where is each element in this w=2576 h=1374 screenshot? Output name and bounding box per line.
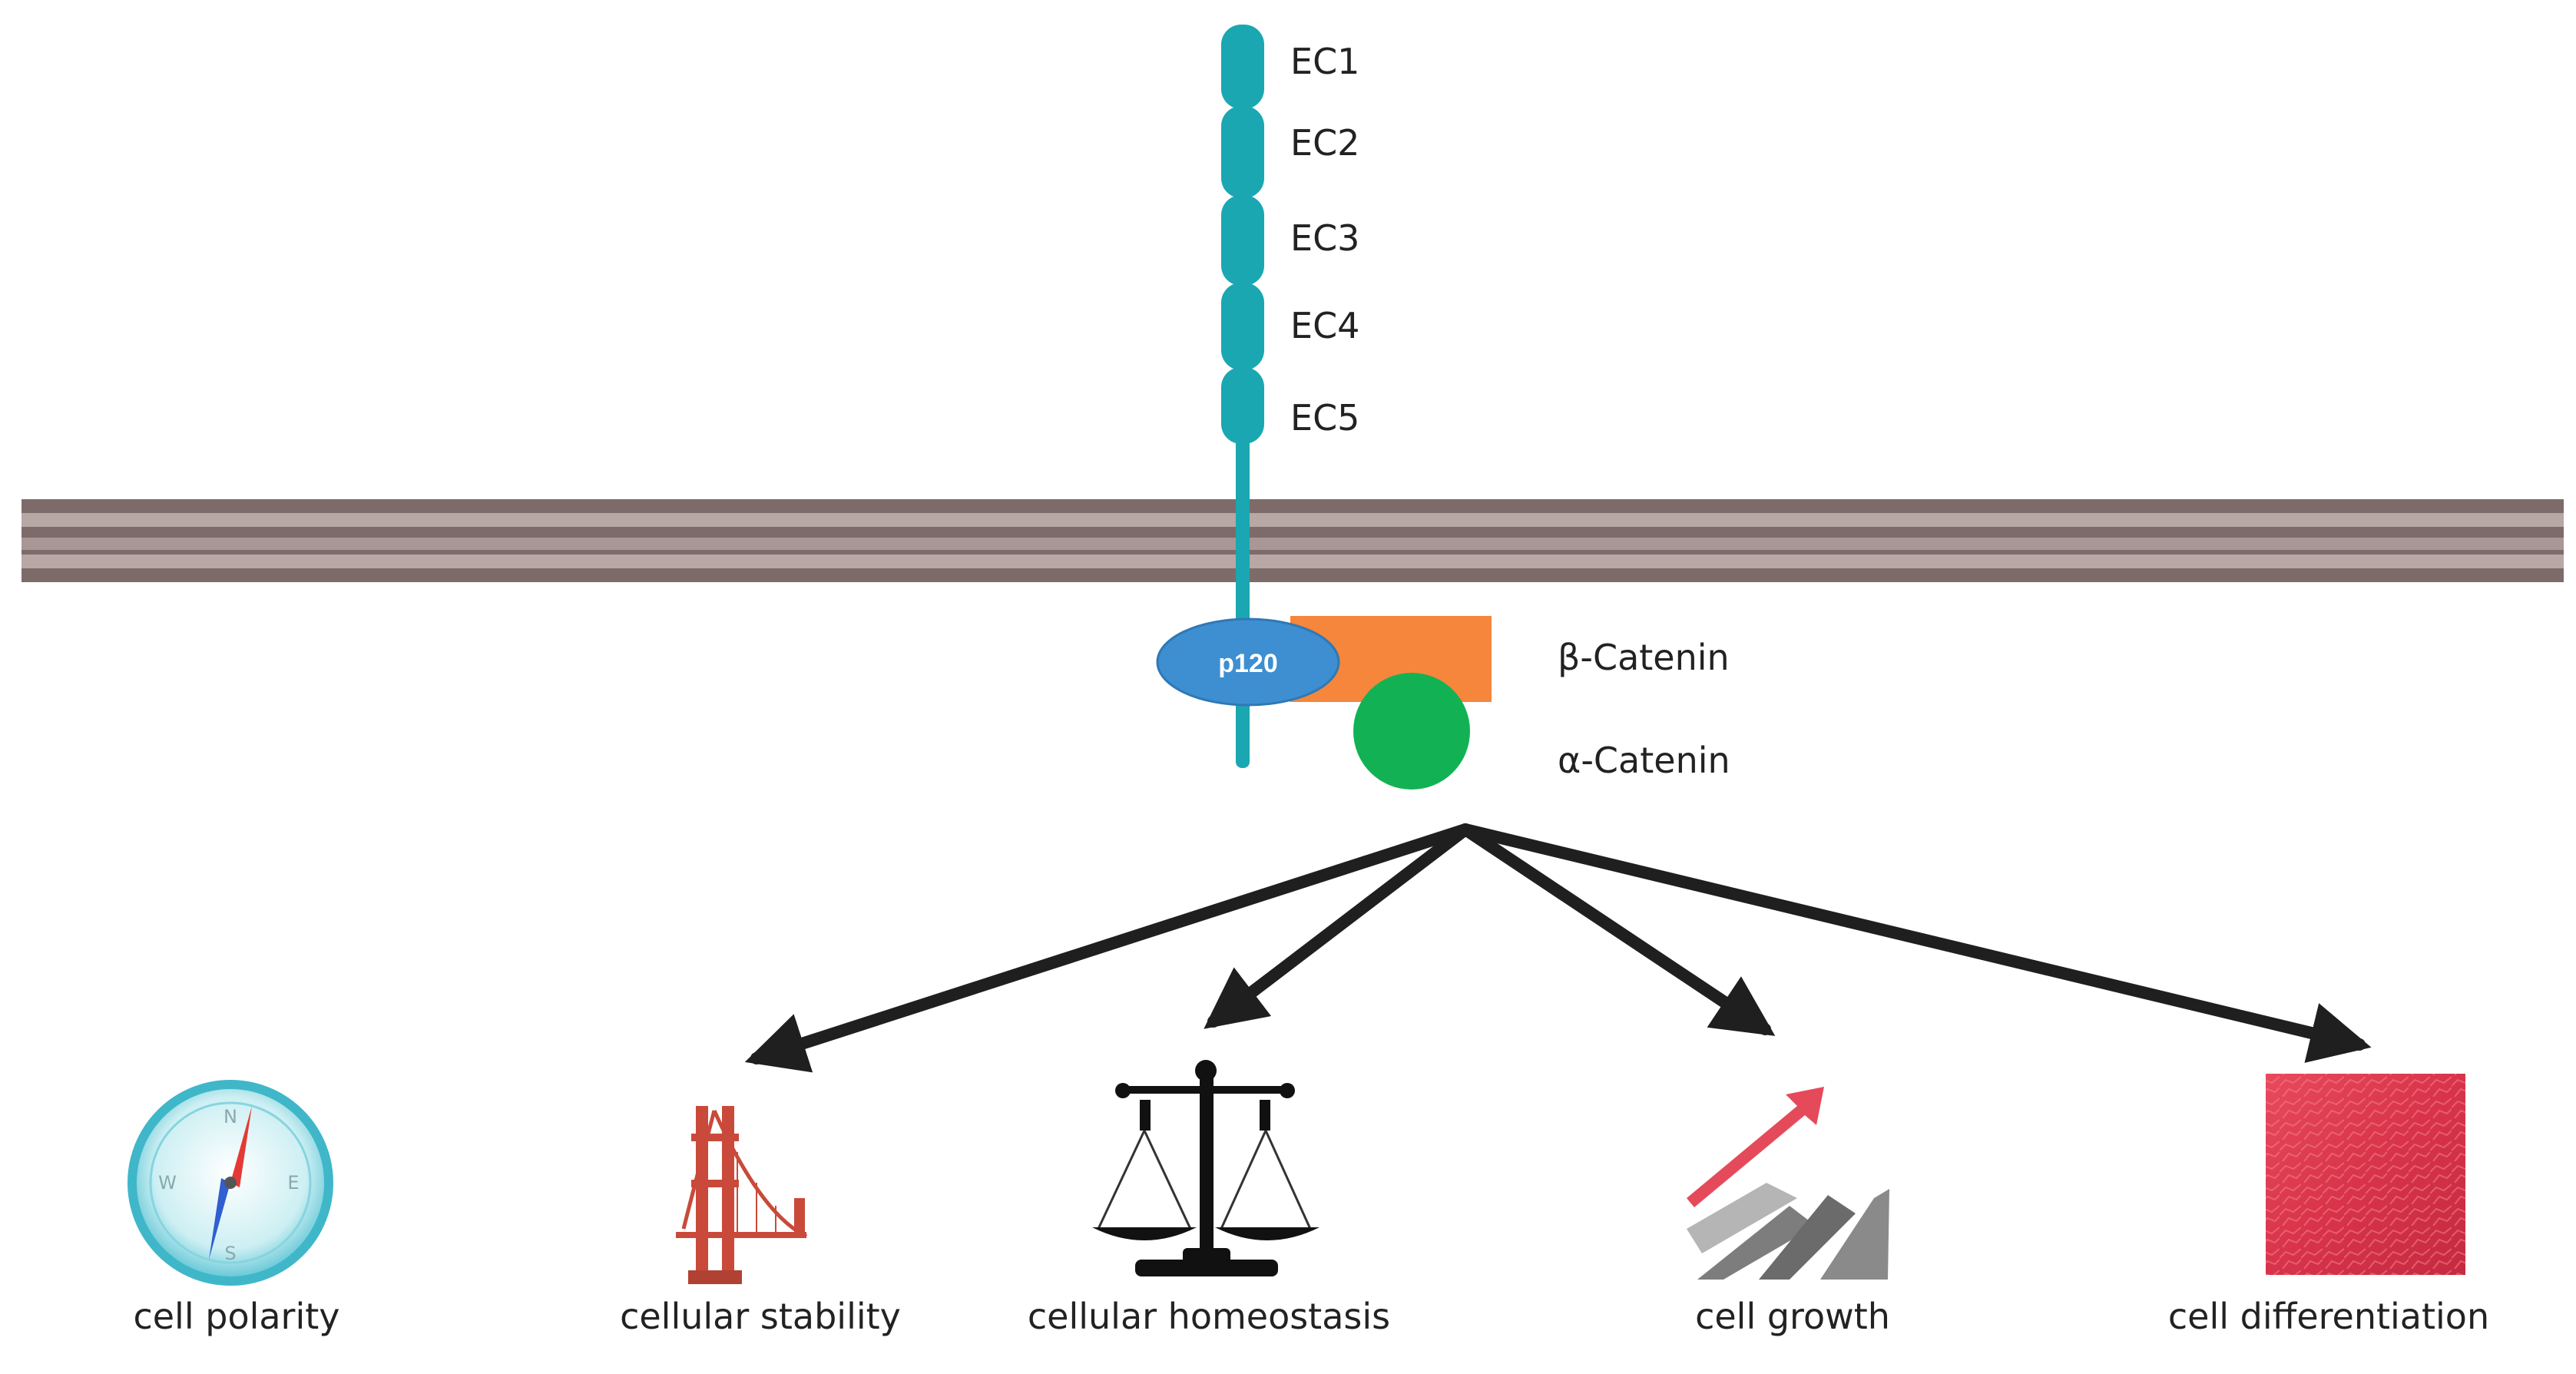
p120-label: p120 bbox=[1218, 649, 1278, 678]
outcome-label-cell-differentiation: cell differentiation bbox=[2168, 1296, 2489, 1337]
alpha-catenin-label: α-Catenin bbox=[1558, 740, 1730, 781]
outcome-label-cell-polarity: cell polarity bbox=[133, 1296, 339, 1337]
arrow-to-cellular-stability bbox=[744, 823, 1472, 1073]
ec-label-4: EC4 bbox=[1290, 305, 1359, 346]
ec-domain-4 bbox=[1221, 283, 1264, 370]
catenin-complex: p120 bbox=[1156, 616, 1492, 790]
arrow-to-cell-growth bbox=[1459, 823, 1776, 1036]
ec-label-2: EC2 bbox=[1290, 122, 1359, 164]
balance-scale-icon bbox=[1092, 1060, 1319, 1276]
cell-membrane bbox=[22, 499, 2564, 582]
ec-domain-3 bbox=[1221, 195, 1264, 286]
beta-catenin-label: β-Catenin bbox=[1558, 637, 1730, 678]
outcome-labels: cell polarity cellular stability cellula… bbox=[133, 1296, 2489, 1337]
svg-text:E: E bbox=[287, 1172, 299, 1194]
svg-text:W: W bbox=[158, 1172, 177, 1194]
ec-label-1: EC1 bbox=[1290, 41, 1359, 82]
ec-domain-2 bbox=[1221, 106, 1264, 198]
ec-label-3: EC3 bbox=[1290, 217, 1359, 259]
ec-domain-labels: EC1 EC2 EC3 EC4 EC5 bbox=[1290, 41, 1359, 439]
compass-icon: N S W E bbox=[127, 1080, 333, 1286]
tissue-texture-icon bbox=[2266, 1074, 2465, 1275]
signaling-arrows bbox=[744, 823, 2372, 1073]
bridge-icon bbox=[676, 1106, 808, 1284]
ec-domain-5 bbox=[1221, 367, 1264, 444]
cadherin-transmembrane-stalk bbox=[1236, 415, 1250, 768]
svg-text:S: S bbox=[224, 1243, 236, 1264]
arrow-to-cellular-homeostasis bbox=[1204, 823, 1472, 1029]
ec-label-5: EC5 bbox=[1290, 397, 1359, 439]
outcome-label-cellular-homeostasis: cellular homeostasis bbox=[1028, 1296, 1390, 1337]
outcome-label-cellular-stability: cellular stability bbox=[620, 1296, 901, 1337]
ec-domain-1 bbox=[1221, 25, 1264, 109]
growth-arrows-icon bbox=[1687, 1087, 1889, 1280]
outcome-label-cell-growth: cell growth bbox=[1695, 1296, 1890, 1337]
svg-text:N: N bbox=[223, 1106, 237, 1127]
alpha-catenin-shape bbox=[1353, 673, 1470, 790]
arrow-to-cell-differentiation bbox=[1459, 823, 2372, 1063]
p120-shape bbox=[1156, 617, 1340, 707]
